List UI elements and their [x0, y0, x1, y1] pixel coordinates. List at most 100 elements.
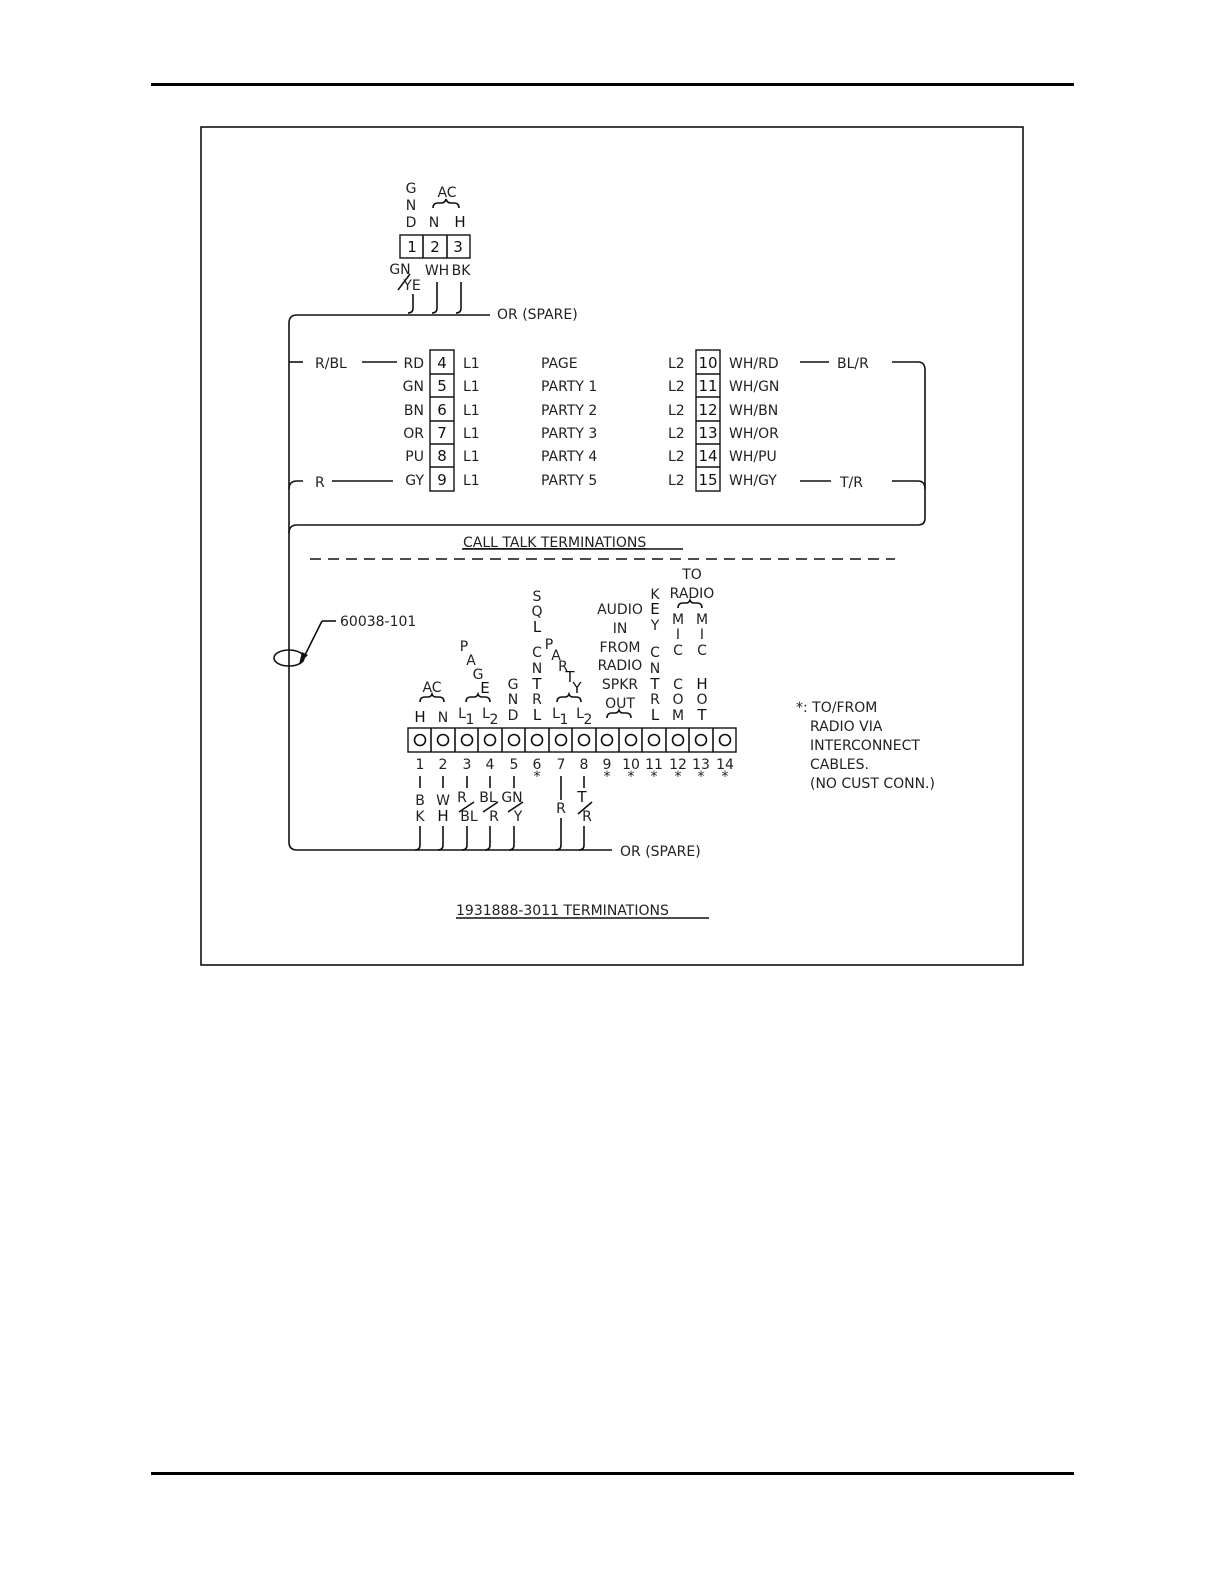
asterisk-mark: * [604, 769, 611, 785]
mic-hot-letter: I [700, 627, 704, 643]
left-line: L1 [463, 426, 480, 442]
strip-gnd-letter: G [508, 677, 519, 693]
cntrl-letter: C [532, 645, 542, 661]
strip-pin: 9 [603, 757, 612, 773]
left-pin: 9 [437, 471, 447, 489]
left-pin: 6 [437, 401, 447, 419]
strip-h-label: H [414, 708, 425, 726]
key-cntrl-letter: T [649, 675, 660, 693]
cntrl-letter: T [531, 675, 542, 693]
mic-hot-letter: M [696, 612, 708, 628]
right-color: WH/PU [729, 449, 777, 465]
wire-color: H [437, 807, 448, 825]
right-color: WH/OR [729, 426, 779, 442]
audio-label-line: FROM [600, 640, 641, 656]
page-rule-bottom [151, 1472, 1074, 1475]
note-line: RADIO VIA [810, 719, 883, 735]
strip-pin: 3 [463, 757, 472, 773]
asterisk-mark: * [534, 769, 541, 785]
strip-pin: 14 [716, 757, 734, 773]
note-line: (NO CUST CONN.) [810, 776, 935, 792]
function-label: PARTY 4 [541, 449, 597, 465]
sql-letter: S [533, 589, 542, 605]
function-label: PAGE [541, 356, 578, 372]
asterisk-mark: * [698, 769, 705, 785]
wire-color: R [457, 790, 467, 806]
function-label: PARTY 1 [541, 379, 597, 395]
wire-color: B [415, 793, 425, 809]
ac-plug-section: G N D AC N H 1 2 3 GN YE WH BK OR (SPARE… [389, 181, 577, 323]
right-pin: 14 [698, 447, 717, 465]
audio-label-line: RADIO [598, 658, 643, 674]
mic-com-letter: O [672, 692, 683, 708]
left-pin: 8 [437, 447, 447, 465]
key-cntrl-letter: C [650, 645, 660, 661]
call-talk-section: R/BL R RD 4 L1 PAGE L2 10 WH/RD GN [288, 349, 926, 560]
gnd-letter: N [406, 198, 416, 214]
wire-color: W [436, 793, 450, 809]
right-pin: 11 [698, 377, 717, 395]
page-l1: L [458, 706, 466, 722]
left-line: L1 [463, 356, 480, 372]
mic-hot-letter: O [696, 692, 707, 708]
key-letter: K [650, 587, 660, 603]
strip-pin: 5 [510, 757, 519, 773]
party-l2: L [576, 706, 584, 722]
diagram-frame [200, 126, 1024, 966]
party-l1-sub: 1 [560, 712, 569, 728]
strip-pin: 10 [622, 757, 640, 773]
ac-pin: 3 [453, 238, 463, 256]
audio-label-line: AUDIO [597, 602, 643, 618]
wire-color: BL [479, 790, 497, 806]
call-talk-row: GN 5 L1 PARTY 1 L2 11 WH/GN [403, 377, 780, 395]
mic-com-letter: I [676, 627, 680, 643]
call-talk-row: RD 4 L1 PAGE L2 10 WH/RD [403, 354, 778, 372]
page-l1-sub: 1 [466, 712, 475, 728]
left-line: L1 [463, 379, 480, 395]
right-pin: 10 [698, 354, 717, 372]
strip-pin: 7 [557, 757, 566, 773]
note-line: INTERCONNECT [810, 738, 920, 754]
note-line: *: TO/FROM [796, 700, 877, 716]
cable-section-ellipse [273, 649, 305, 667]
right-color: WH/RD [729, 356, 779, 372]
cable-bundle-line [288, 314, 612, 851]
hot-label: H [454, 213, 465, 231]
page-letter: E [480, 679, 489, 697]
wire-color: R [489, 809, 499, 825]
function-label: PARTY 5 [541, 473, 597, 489]
wire-color: R [582, 809, 592, 825]
page-rule-top [151, 83, 1074, 86]
party-l2-sub: 2 [584, 712, 593, 728]
function-label: PARTY 3 [541, 426, 597, 442]
function-label: PARTY 2 [541, 403, 597, 419]
party-letter: R [558, 659, 568, 675]
key-cntrl-letter: N [650, 661, 660, 677]
cntrl-letter: L [533, 706, 542, 724]
strip-pin: 6 [533, 757, 542, 773]
call-talk-row: OR 7 L1 PARTY 3 L2 13 WH/OR [403, 424, 779, 442]
terminal-strip-section: AC H N P A G E L 1 L 2 G N D S Q L C N T… [407, 567, 935, 919]
key-cntrl-letter: R [650, 692, 660, 708]
audio-label-line: OUT [605, 696, 635, 712]
cable-callout: 60038-101 [273, 614, 416, 667]
wire-wh: WH [425, 263, 449, 279]
strip-pin: 11 [645, 757, 663, 773]
spare-top: OR (SPARE) [497, 307, 578, 323]
mic-hot-letter: C [697, 643, 707, 659]
right-color: WH/GN [729, 379, 779, 395]
call-talk-row: PU 8 L1 PARTY 4 L2 14 WH/PU [405, 447, 776, 465]
party-l1: L [552, 706, 560, 722]
wire-ye: YE [402, 278, 420, 294]
wire-left-bottom: R [315, 475, 325, 491]
to-radio-line: TO [681, 567, 702, 583]
strip-pin: 2 [439, 757, 448, 773]
strip-pin: 13 [692, 757, 710, 773]
audio-label-line: SPKR [602, 677, 639, 693]
strip-n-label: N [438, 710, 448, 726]
wire-color: GN [501, 790, 522, 806]
left-line: L1 [463, 473, 480, 489]
mic-com-letter: M [672, 612, 684, 628]
right-line: L2 [668, 379, 685, 395]
